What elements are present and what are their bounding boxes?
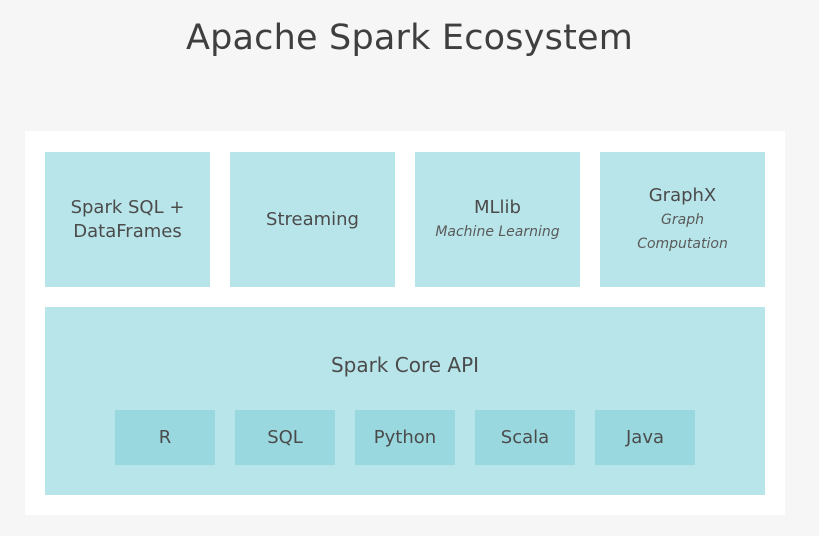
library-subtitle: Machine Learning	[435, 223, 560, 240]
language-box-python: Python	[355, 410, 455, 465]
library-box-mllib: MLlib Machine Learning	[415, 152, 580, 287]
diagram-title: Apache Spark Ecosystem	[185, 18, 634, 58]
language-box-sql: SQL	[235, 410, 335, 465]
core-title: Spark Core API	[330, 353, 480, 377]
library-name: GraphX	[648, 184, 717, 206]
library-box-graphx: GraphX Graph Computation	[600, 152, 765, 287]
language-box-java: Java	[595, 410, 695, 465]
language-box-r: R	[115, 410, 215, 465]
library-name: Spark SQL + DataFrames	[70, 196, 185, 242]
library-name: Streaming	[266, 208, 359, 230]
library-box-spark-sql: Spark SQL + DataFrames	[45, 152, 210, 287]
ecosystem-panel: Spark SQL + DataFrames Streaming MLlib M…	[25, 131, 785, 515]
spark-core-box: Spark Core API R SQL Python Scala Java	[45, 307, 765, 495]
language-box-scala: Scala	[475, 410, 575, 465]
library-subtitle: Graph Computation	[637, 211, 728, 252]
library-name: MLlib	[474, 196, 521, 218]
library-box-streaming: Streaming	[230, 152, 395, 287]
